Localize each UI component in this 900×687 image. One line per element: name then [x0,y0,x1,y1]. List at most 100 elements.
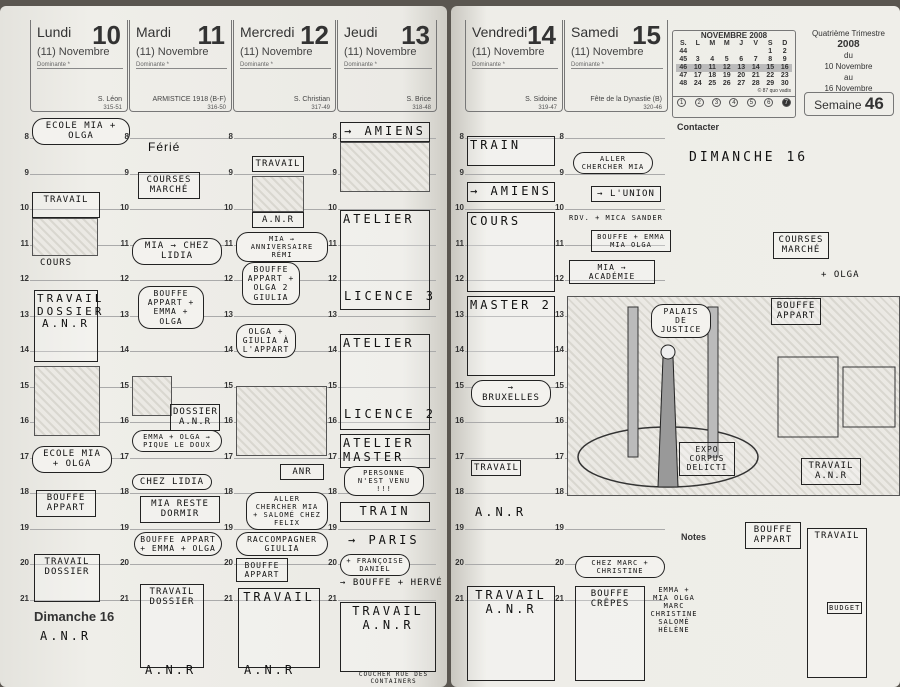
calendar-day: 20 [737,72,746,79]
hour-label: 8 [228,132,233,141]
hour-line [130,173,230,175]
hour-line [30,173,126,175]
calendar-day: 8 [768,56,773,63]
saint: S. Léon [97,96,122,103]
note: → AMIENS [340,122,430,142]
note: TRAVAIL A.N.R [801,458,861,485]
hour-label: 11 [455,238,464,248]
hour-line [130,457,230,459]
hour-line [130,564,230,565]
semaine-label: Semaine [814,98,862,112]
note: A.N.R [244,663,296,677]
hour-label: 18 [120,487,129,496]
hour-label: 12 [555,274,564,283]
note: TRAVAIL DOSSIER A.N.R [34,290,101,362]
saint: Fête de la Dynastie (B) [590,96,662,103]
sketch-illustration [34,366,100,436]
week-number: 47 [679,72,688,79]
hour-line [338,280,436,281]
note: COURSES MARCHÉ [773,232,829,259]
hour-label: 21 [120,593,129,603]
week-number: 48 [679,80,688,87]
hour-line [234,564,334,565]
hour-label: 20 [328,558,337,567]
week-number: Semaine 46 [804,92,894,116]
to-date: 16 Novembre [824,84,873,93]
hour-line [338,457,436,459]
saint: S. Sidoine [525,96,557,103]
calendar-day [691,48,706,56]
hour-label: 12 [328,274,337,283]
hour-label: 9 [459,167,464,177]
hour-label: 10 [328,203,337,212]
hour-line [30,564,126,565]
note: → PARIS [348,533,420,547]
hour-line [465,280,561,281]
note: ECOLE MIA + OLGA [32,446,112,473]
note: TRAVAIL A.N.R [340,602,436,672]
hour-label: 12 [224,274,233,283]
hour-label: 9 [228,167,233,177]
hour-line [465,315,561,317]
dominante: Dominante * [240,62,331,69]
dominante: Dominante * [571,62,663,69]
hour-line [30,599,126,601]
week-number: 45 [679,56,688,63]
note: PALAIS DE JUSTICE [651,304,711,338]
calendar-day: 6 [739,56,744,63]
calendar-day: 2 [782,48,787,55]
note: A.N.R [252,212,304,229]
weekday-header: L [695,40,700,47]
hour-label: 21 [555,593,564,603]
dominante: Dominante * [37,62,124,69]
weekday-header: M [723,40,730,47]
day-count: 320-46 [643,105,662,111]
hour-label: 11 [555,238,564,248]
hour-line [465,493,561,494]
hour-label: 9 [124,167,129,177]
day-number: 11 [197,20,226,50]
calendar-day: 14 [748,64,763,72]
dominante: Dominante * [472,62,559,69]
week-number: 44 [679,48,688,55]
hour-line [234,138,334,139]
note: ALLER CHERCHER MIA + SALOMÉ CHEZ FELIX [246,492,328,531]
hour-label: 21 [20,593,29,603]
hour-label: 14 [120,345,129,354]
mini-calendar-title: NOVEMBRE 2008 [700,31,768,40]
hour-label: 21 [224,593,233,603]
hour-line [465,564,561,565]
note: BOUFFE APPART + EMMA + OLGA [134,532,222,557]
calendar-day: 16 [777,64,792,72]
hour-label: 8 [559,132,564,141]
note: TRAVAIL [471,460,521,477]
hour-label: 17 [455,451,464,461]
hour-label: 12 [120,274,129,283]
dimanche-label: Dimanche 16 [34,609,115,624]
hour-line [130,386,230,388]
note: BOUFFE APPART [771,298,821,325]
note: EMMA + MIA OLGA MARC CHRISTINE SALOMÉ HÉ… [650,586,698,635]
hour-line [338,386,436,388]
weekday-circle: 7 [781,98,791,107]
day-name: Mercredi [240,24,295,40]
hour-line [465,244,561,246]
hour-line [234,315,334,317]
hour-line [338,138,436,139]
weekday-circle: 2 [694,98,704,107]
note: PERSONNE N'EST VENU !!! [344,466,424,497]
trimestre-info: Quatrième Trimestre 2008 du 10 Novembre … [801,28,896,94]
note: COURSES MARCHÉ [138,172,200,199]
hour-label: 20 [555,558,564,567]
hour-label: 19 [328,522,337,532]
copyright: © 87 quo vadis [757,88,791,94]
hour-line [338,315,436,317]
note: MASTER 2 [467,296,555,376]
hour-label: 15 [224,380,233,390]
courthouse-drawing [577,306,896,488]
day-number: 12 [300,20,329,50]
